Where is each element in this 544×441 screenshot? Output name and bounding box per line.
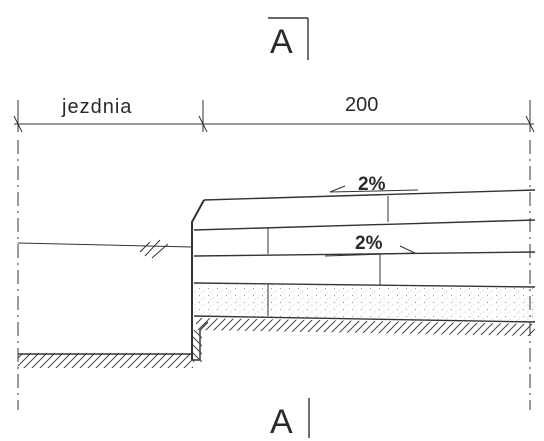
pavement-layers <box>193 189 536 336</box>
layer-top-surface <box>203 189 536 201</box>
layer-base-bottom <box>193 315 536 323</box>
section-marker-top: A <box>268 17 309 61</box>
dimension-line: jezdnia 200 <box>13 94 535 133</box>
layer-base-stipple <box>194 283 535 322</box>
slope-label-upper: 2% <box>358 174 386 195</box>
slope-annotation-upper: 2% <box>329 174 419 195</box>
road-break-mark <box>139 239 169 259</box>
slope-arrow-lower-line <box>324 252 416 257</box>
pavement-subgrade-hatch <box>196 318 535 336</box>
slope-arrow-lower-head <box>399 245 416 254</box>
dimension-label-jezdnia: jezdnia <box>61 96 132 118</box>
curb-face <box>191 199 205 360</box>
road-surface-line <box>17 242 193 248</box>
slope-arrow-upper-head <box>329 185 346 193</box>
layer-1-bottom <box>193 219 536 231</box>
section-label-bottom: A <box>270 403 293 441</box>
curb-footing-hatch <box>193 330 202 362</box>
layer-2-bottom <box>193 251 536 257</box>
slope-annotation-lower: 2% <box>324 233 416 257</box>
dimension-label-200: 200 <box>345 94 378 116</box>
slope-arrow-upper-line <box>329 189 419 193</box>
slope-label-lower: 2% <box>355 233 383 254</box>
section-marker-bottom: A <box>270 398 310 441</box>
road-section <box>17 239 193 368</box>
section-label-top: A <box>270 23 293 61</box>
curb <box>191 199 209 362</box>
road-subgrade-hatch <box>18 354 193 368</box>
axis-lines <box>17 140 531 410</box>
